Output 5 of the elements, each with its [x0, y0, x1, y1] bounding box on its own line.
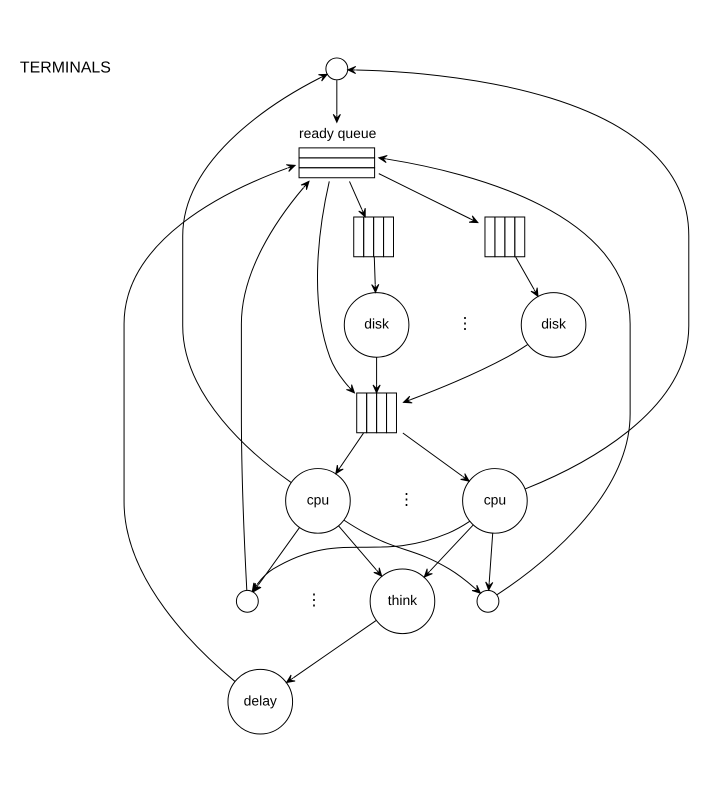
node-label: ready queue — [299, 125, 376, 142]
label: ⋮ — [457, 316, 474, 333]
label: ⋮ — [398, 492, 414, 509]
label: ⋮ — [306, 592, 322, 610]
label: TERMINALS — [20, 60, 111, 77]
